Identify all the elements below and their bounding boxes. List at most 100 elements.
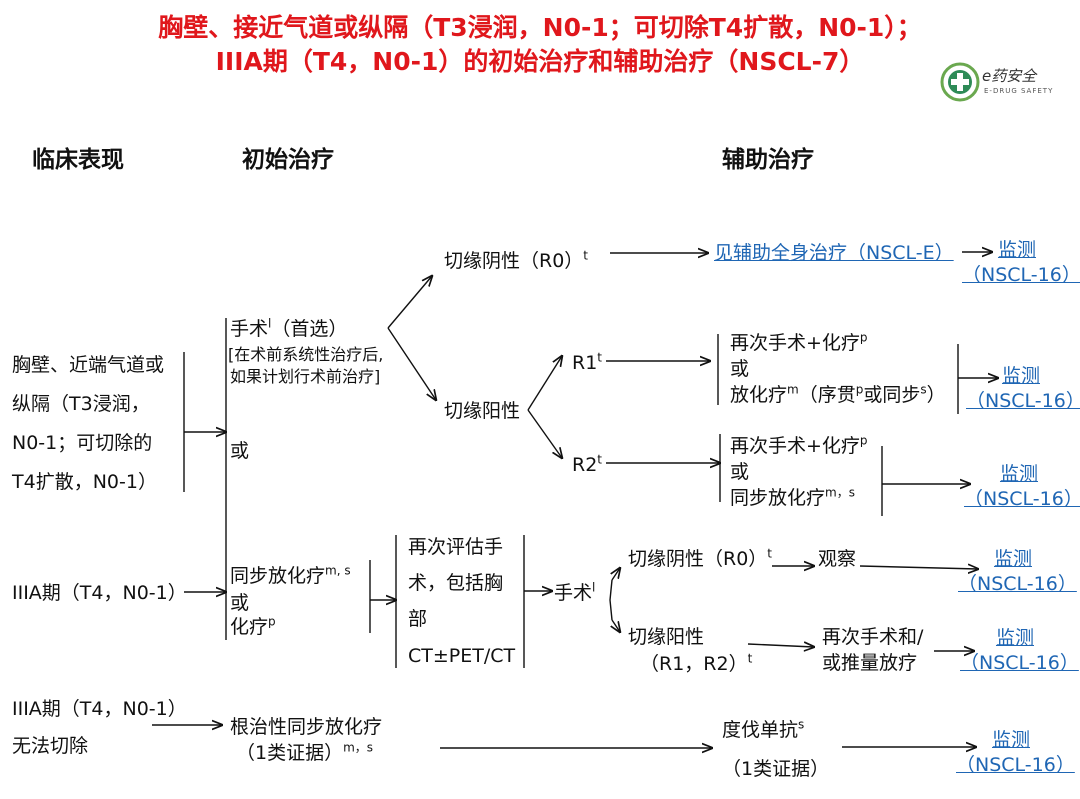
surgery-preferred: （首选） [271, 318, 348, 340]
initial-or: 或 [230, 440, 250, 462]
initial-chemo: 化疗p [230, 614, 276, 640]
see-systemic-link[interactable]: 见辅助全身治疗（NSCL-E） [714, 242, 954, 264]
surgery-note-line2: 如果计划行术前治疗] [230, 367, 381, 386]
logo: e药安全 E-DRUG SAFETY [940, 62, 1065, 104]
r1-seq-sup: p [855, 382, 864, 397]
surgery2-label: 手术 [554, 582, 593, 604]
r2-treatment-text1: 再次手术+化疗 [730, 435, 860, 457]
reeval-line1: 再次评估手 [408, 536, 504, 558]
r2-label: R2 [572, 454, 598, 476]
r1-seq: （序贯 [798, 384, 856, 406]
chemo-rt-label: 同步放化疗 [230, 565, 326, 587]
r1-treatment-sup-m: m [787, 382, 799, 397]
monitor-link-1[interactable]: 监测 （NSCL-16） [962, 238, 1080, 288]
header-initial: 初始治疗 [242, 147, 334, 173]
margin-negative-label: 切缘阴性（R0） [444, 250, 584, 272]
logo-subtext: E-DRUG SAFETY [984, 87, 1054, 95]
definitive-evidence: （1类证据）m，s [236, 740, 373, 766]
durvalumab-evidence: （1类证据） [722, 758, 830, 780]
r1-treatment-or: 或 [730, 358, 750, 380]
chemo-label: 化疗 [230, 616, 269, 638]
monitor-label: 监测 [991, 729, 1030, 751]
page-title-line2: IIIA期（T4，N0-1）的初始治疗和辅助治疗（NSCL-7） [215, 47, 865, 76]
header-adjuvant: 辅助治疗 [722, 147, 814, 173]
r1-treatment-sup-p: p [859, 330, 868, 345]
monitor-label: 监测 [997, 239, 1036, 261]
r2-treatment-line1: 再次手术+化疗p [730, 433, 868, 459]
r2-treatment-sup-ms: m，s [825, 485, 855, 500]
r1-treatment-text1: 再次手术+化疗 [730, 332, 860, 354]
logo-text: e药安全 [982, 67, 1037, 85]
r1-or-sync: 或同步 [863, 384, 921, 406]
monitor-ref: （NSCL-16） [964, 488, 1080, 510]
clinical-group1-line3: N0-1；可切除的 [12, 432, 153, 454]
monitor-ref: （NSCL-16） [962, 264, 1080, 286]
surgery-sup: l [268, 316, 272, 331]
definitive-evidence-label: （1类证据） [236, 742, 344, 764]
r1-treatment-line1: 再次手术+化疗p [730, 330, 868, 356]
margin-positive: 切缘阳性 [444, 400, 521, 422]
monitor-ref: （NSCL-16） [966, 390, 1080, 412]
pos2-sub-label: （R1，R2） [640, 653, 748, 675]
durvalumab-label: 度伐单抗 [722, 719, 799, 741]
durvalumab-sup: s [798, 717, 805, 732]
r1-close: ） [926, 384, 946, 406]
pos2: 切缘阳性 [628, 626, 705, 648]
margin-r2: R2t [572, 452, 602, 478]
reeval-line4: CT±PET/CT [408, 645, 516, 667]
r2-treatment-text3: 同步放化疗 [730, 487, 826, 509]
monitor-link-6[interactable]: 监测 （NSCL-16） [956, 728, 1075, 778]
definitive-sup: m，s [343, 740, 374, 755]
r1-sup: t [597, 350, 603, 365]
pos2-sub: （R1，R2）t [640, 651, 752, 677]
margin-r1: R1t [572, 350, 602, 376]
initial-chemo-rt: 同步放化疗m, s [230, 563, 351, 589]
clinical-group2: IIIA期（T4，N0-1） [12, 582, 187, 604]
r1-treatment-line3: 放化疗m（序贯p或同步s） [730, 382, 946, 408]
monitor-ref: （NSCL-16） [958, 573, 1077, 595]
neg2: 切缘阴性（R0）t [628, 546, 772, 572]
initial-or2: 或 [230, 592, 250, 614]
chemo-rt-sup: m, s [325, 563, 351, 578]
pos2-sup: t [747, 651, 753, 666]
page-title-line1: 胸壁、接近气道或纵隔（T3浸润，N0-1；可切除T4扩散，N0-1）； [158, 13, 922, 42]
monitor-label: 监测 [1001, 365, 1040, 387]
monitor-ref: （NSCL-16） [960, 652, 1079, 674]
chemo-sup: p [268, 614, 276, 629]
monitor-link-3[interactable]: 监测 （NSCL-16） [964, 462, 1080, 512]
logo-icon [940, 62, 980, 102]
resurg-line2: 或推量放疗 [822, 652, 918, 674]
margin-negative-sup: t [583, 248, 589, 263]
durvalumab: 度伐单抗s [722, 717, 804, 743]
r1-treatment-text3: 放化疗 [730, 384, 788, 406]
r1-or-sync-sup: s [920, 382, 927, 397]
r2-treatment-sup-p: p [859, 433, 868, 448]
clinical-group3-line1: IIIA期（T4，N0-1） [12, 698, 187, 720]
neg2-label: 切缘阴性（R0） [628, 548, 768, 570]
surgery2-sup: l [592, 580, 596, 595]
monitor-link-5[interactable]: 监测 （NSCL-16） [960, 626, 1079, 676]
clinical-group1-line4: T4扩散，N0-1） [12, 471, 157, 493]
monitor-ref: （NSCL-16） [956, 754, 1075, 776]
clinical-group1-line1: 胸壁、近端气道或 [12, 354, 165, 376]
surgery2: 手术l [554, 580, 595, 606]
observe: 观察 [818, 548, 857, 570]
monitor-link-2[interactable]: 监测 （NSCL-16） [966, 364, 1080, 414]
header-clinical: 临床表现 [32, 147, 124, 173]
reeval-line3: 部 [408, 608, 428, 630]
margin-negative: 切缘阴性（R0）t [444, 248, 588, 274]
clinical-group3-line2: 无法切除 [12, 735, 89, 757]
resurg-line1: 再次手术和/ [822, 626, 924, 648]
r2-sup: t [597, 452, 603, 467]
monitor-label: 监测 [999, 463, 1038, 485]
r2-treatment-or: 或 [730, 461, 750, 483]
clinical-group1-line2: 纵隔（T3浸润， [12, 393, 150, 415]
surgery-label: 手术 [230, 318, 269, 340]
reeval-line2: 术，包括胸 [408, 572, 504, 594]
neg2-sup: t [767, 546, 773, 561]
monitor-link-4[interactable]: 监测 （NSCL-16） [958, 547, 1077, 597]
r1-label: R1 [572, 352, 598, 374]
monitor-label: 监测 [993, 548, 1032, 570]
monitor-label: 监测 [995, 627, 1034, 649]
